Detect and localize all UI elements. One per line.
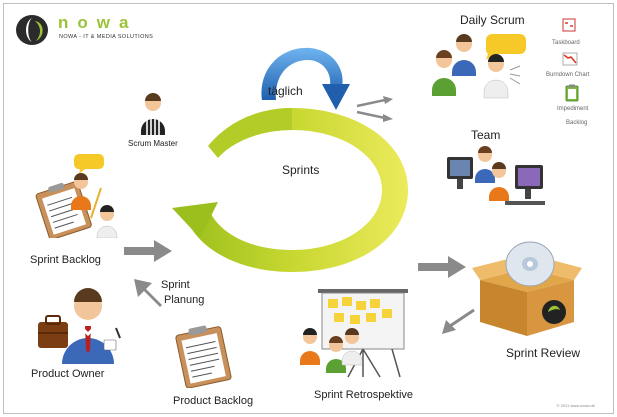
sprints-label: Sprints bbox=[282, 163, 320, 177]
backlog-to-sprint-arrow bbox=[124, 240, 172, 262]
sprint-backlog-label: Sprint Backlog bbox=[30, 254, 101, 266]
impediment-label-2: Backlog bbox=[566, 120, 588, 126]
sprint-review-box-icon bbox=[472, 241, 582, 336]
sprint-planning-label-2: Planung bbox=[164, 294, 205, 306]
scrum-master-label: Scrum Master bbox=[128, 139, 178, 148]
review-to-retro-arrow bbox=[442, 308, 475, 334]
daily-scrum-arrows bbox=[356, 96, 393, 122]
product-backlog-clipboard-icon bbox=[175, 325, 232, 388]
sprint-review-label: Sprint Review bbox=[506, 346, 581, 360]
taskboard-icon bbox=[562, 18, 576, 32]
burndown-chart-label: Burndown Chart bbox=[546, 72, 590, 78]
sprint-to-review-arrow bbox=[418, 256, 466, 278]
planning-arrow bbox=[134, 279, 162, 307]
diagram-frame bbox=[3, 3, 614, 414]
sprint-backlog-clipboard-icon bbox=[35, 154, 118, 238]
daily-scrum-label: Daily Scrum bbox=[460, 13, 525, 27]
nowa-logo-icon bbox=[16, 15, 48, 45]
taskboard-label: Taskboard bbox=[552, 40, 580, 46]
sprint-retrospective-board-icon bbox=[300, 289, 408, 378]
team-computers-icon bbox=[447, 146, 545, 205]
impediment-label-1: Impediment bbox=[557, 106, 589, 112]
sprint-cycle-arrow bbox=[172, 108, 408, 272]
copyright-text: © 2011 www.nowa.de bbox=[556, 403, 595, 408]
scrum-master-icon bbox=[141, 93, 165, 135]
daily-scrum-people-icon bbox=[432, 34, 526, 99]
daily-label: täglich bbox=[268, 84, 303, 98]
impediment-backlog-icon bbox=[565, 84, 579, 102]
product-backlog-label: Product Backlog bbox=[173, 395, 254, 407]
sprint-retrospective-label: Sprint Retrospektive bbox=[314, 389, 414, 401]
product-owner-icon bbox=[38, 288, 121, 364]
team-label: Team bbox=[471, 128, 501, 142]
product-owner-label: Product Owner bbox=[31, 368, 105, 380]
burndown-chart-icon bbox=[562, 52, 578, 66]
brand-tagline: NOWA - IT & MEDIA SOLUTIONS bbox=[59, 34, 154, 40]
daily-loop-arrow bbox=[261, 47, 350, 110]
sprint-planning-label-1: Sprint bbox=[161, 279, 190, 291]
brand-name: nowa bbox=[58, 13, 138, 32]
